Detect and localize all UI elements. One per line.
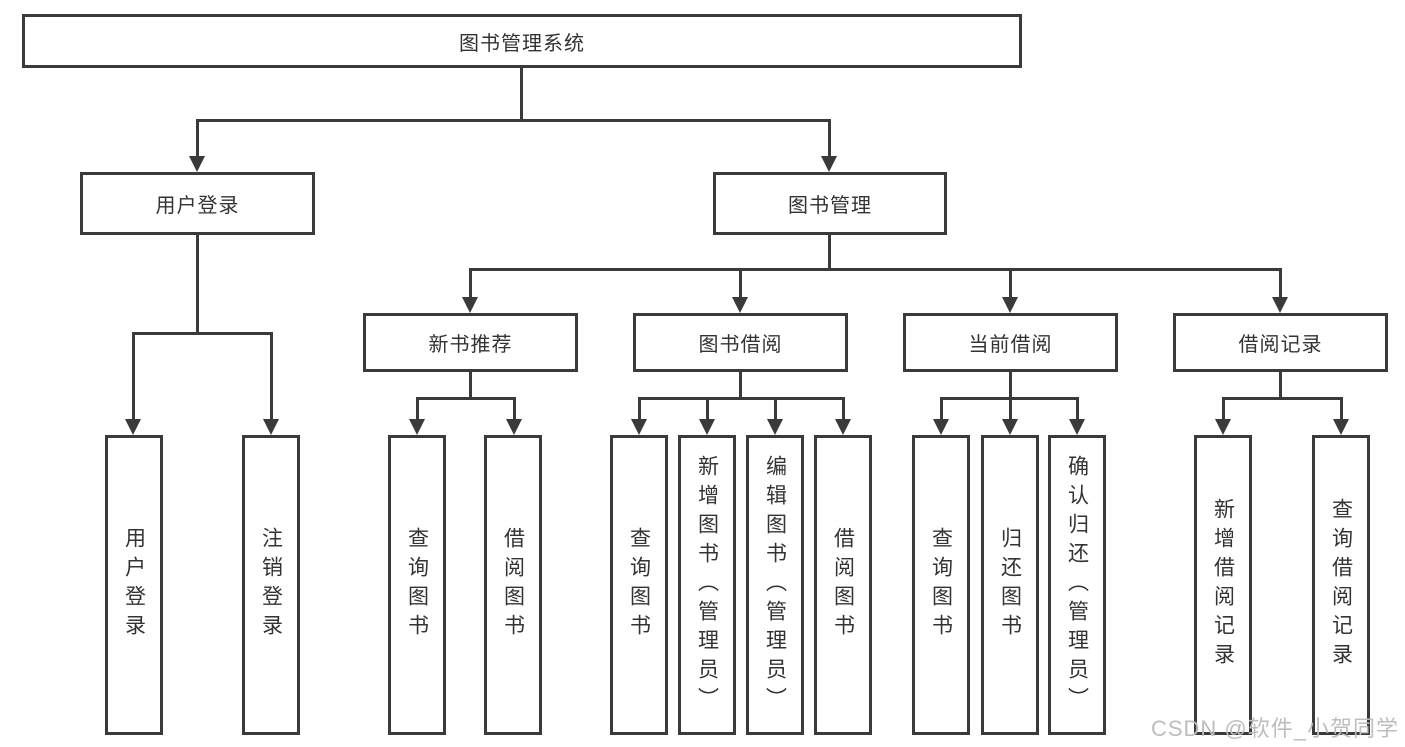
connector-vline [1279, 372, 1282, 399]
arrow-down-icon [1272, 297, 1288, 313]
leaf-query-borrow-record: 查询借阅记录 [1312, 435, 1370, 735]
connector-vline [828, 119, 831, 157]
connector-vline [1009, 397, 1012, 419]
node-borrowing-records-label: 借阅记录 [1238, 334, 1323, 356]
leaf-add-borrow-record: 新增借阅记录 [1194, 435, 1252, 735]
connector-hline [638, 397, 845, 400]
arrow-down-icon [1069, 419, 1085, 435]
node-book-borrowing: 图书借阅 [633, 313, 848, 372]
arrow-down-icon [1002, 419, 1018, 435]
node-book-borrowing-label: 图书借阅 [698, 334, 783, 356]
connector-vline [1340, 397, 1343, 419]
leaf-user-login: 用户登录 [105, 435, 163, 735]
leaf-borrow-books-recommend-label: 借阅图书 [501, 527, 525, 643]
connector-vline [1279, 268, 1282, 297]
arrow-down-icon [189, 156, 205, 172]
leaf-query-books-borrow-label: 查询图书 [627, 527, 651, 643]
connector-vline [270, 332, 273, 419]
leaf-query-books-recommend: 查询图书 [388, 435, 446, 735]
leaf-add-borrow-record-label: 新增借阅记录 [1211, 498, 1235, 672]
arrow-down-icon [821, 156, 837, 172]
node-book-management: 图书管理 [713, 172, 947, 235]
leaf-confirm-return-admin: 确认归还（管理员） [1048, 435, 1106, 735]
connector-vline [196, 119, 199, 157]
arrow-down-icon [506, 419, 522, 435]
connector-vline [706, 397, 709, 419]
leaf-query-books-current-label: 查询图书 [929, 527, 953, 643]
connector-vline [1009, 372, 1012, 399]
arrow-down-icon [767, 419, 783, 435]
connector-vline [774, 397, 777, 419]
connector-hline [196, 119, 831, 122]
node-library-system-label: 图书管理系统 [459, 32, 585, 55]
connector-vline [196, 235, 199, 335]
csdn-watermark: CSDN @软件_小贺同学 [1150, 716, 1399, 741]
arrow-down-icon [409, 419, 425, 435]
node-user-login: 用户登录 [80, 172, 315, 235]
connector-vline [940, 397, 943, 419]
arrow-down-icon [732, 297, 748, 313]
arrow-down-icon [263, 419, 279, 435]
node-current-borrowing: 当前借阅 [903, 313, 1118, 372]
leaf-logout-label: 注销登录 [259, 527, 283, 643]
node-new-book-recommend: 新书推荐 [363, 313, 578, 372]
leaf-logout: 注销登录 [242, 435, 300, 735]
connector-hline [1222, 397, 1343, 400]
leaf-borrow-books-recommend: 借阅图书 [484, 435, 542, 735]
node-book-management-label: 图书管理 [788, 195, 872, 217]
leaf-add-book-admin-label: 新增图书（管理员） [695, 454, 719, 716]
arrow-down-icon [835, 419, 851, 435]
leaf-edit-book-admin: 编辑图书（管理员） [746, 435, 804, 735]
connector-vline [638, 397, 641, 419]
leaf-edit-book-admin-label: 编辑图书（管理员） [763, 454, 787, 716]
leaf-user-login-label: 用户登录 [122, 527, 146, 643]
connector-vline [520, 68, 523, 120]
leaf-return-books: 归还图书 [981, 435, 1039, 735]
connector-hline [416, 397, 516, 400]
leaf-query-books-current: 查询图书 [912, 435, 970, 735]
connector-hline [469, 268, 1282, 271]
connector-vline [469, 268, 472, 297]
connector-vline [416, 397, 419, 419]
connector-hline [132, 332, 273, 335]
node-current-borrowing-label: 当前借阅 [968, 334, 1053, 356]
connector-vline [739, 268, 742, 297]
arrow-down-icon [1002, 297, 1018, 313]
arrow-down-icon [1215, 419, 1231, 435]
connector-vline [1076, 397, 1079, 419]
leaf-query-books-borrow: 查询图书 [610, 435, 668, 735]
connector-vline [132, 332, 135, 419]
leaf-query-books-recommend-label: 查询图书 [405, 527, 429, 643]
connector-vline [739, 372, 742, 399]
leaf-add-book-admin: 新增图书（管理员） [678, 435, 736, 735]
leaf-borrow-books: 借阅图书 [814, 435, 872, 735]
node-library-system: 图书管理系统 [22, 14, 1022, 68]
leaf-confirm-return-admin-label: 确认归还（管理员） [1065, 454, 1089, 716]
connector-vline [1222, 397, 1225, 419]
connector-vline [513, 397, 516, 419]
leaf-borrow-books-label: 借阅图书 [831, 527, 855, 643]
arrow-down-icon [462, 297, 478, 313]
node-user-login-label: 用户登录 [155, 195, 240, 217]
connector-vline [828, 235, 831, 271]
connector-vline [469, 372, 472, 399]
node-borrowing-records: 借阅记录 [1173, 313, 1388, 372]
arrow-down-icon [631, 419, 647, 435]
leaf-return-books-label: 归还图书 [998, 527, 1022, 643]
arrow-down-icon [125, 419, 141, 435]
connector-vline [842, 397, 845, 419]
leaf-query-borrow-record-label: 查询借阅记录 [1329, 498, 1353, 672]
arrow-down-icon [933, 419, 949, 435]
connector-vline [1009, 268, 1012, 297]
arrow-down-icon [1333, 419, 1349, 435]
arrow-down-icon [699, 419, 715, 435]
node-new-book-recommend-label: 新书推荐 [428, 334, 513, 356]
